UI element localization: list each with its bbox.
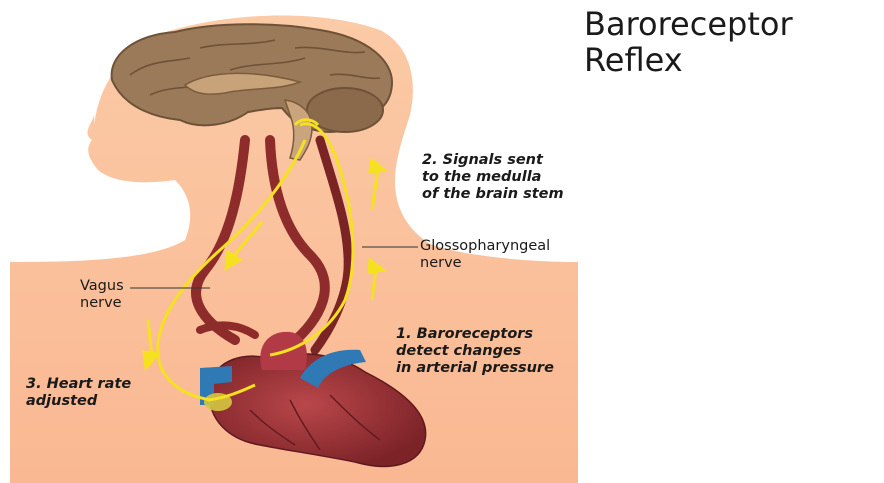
cerebellum bbox=[307, 88, 383, 132]
label-glossopharyngeal-nerve: Glossopharyngeal nerve bbox=[420, 238, 550, 272]
label-vagus-nerve: Vagus nerve bbox=[80, 278, 124, 312]
diagram-title: Baroreceptor Reflex bbox=[584, 6, 793, 78]
label-baroreceptors: 1. Baroreceptors detect changes in arter… bbox=[396, 326, 554, 377]
label-heart-rate-adjusted: 3. Heart rate adjusted bbox=[26, 376, 131, 410]
label-signals-to-medulla: 2. Signals sent to the medulla of the br… bbox=[422, 152, 564, 203]
